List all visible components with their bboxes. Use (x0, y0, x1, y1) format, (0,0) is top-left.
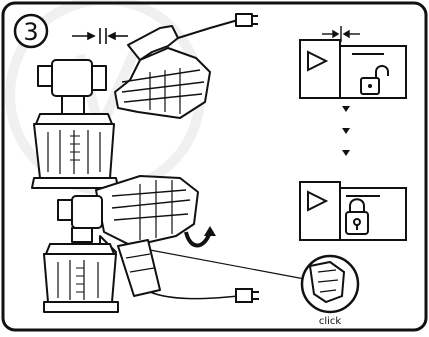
unlock-panel (300, 40, 406, 98)
paint-sprayer-icon (115, 14, 258, 118)
unplug-arrows-icon (72, 28, 128, 44)
rotate-arrow-icon (186, 226, 216, 246)
step-number: 3 (23, 18, 38, 46)
click-label: click (319, 316, 342, 327)
assembled-sprayer-icon (44, 176, 310, 312)
zoom-detail: click (302, 256, 358, 327)
step-badge: 3 (15, 15, 47, 47)
plug-icon (236, 289, 259, 302)
down-arrows-icon (342, 106, 350, 156)
paint-container-icon (32, 60, 118, 188)
